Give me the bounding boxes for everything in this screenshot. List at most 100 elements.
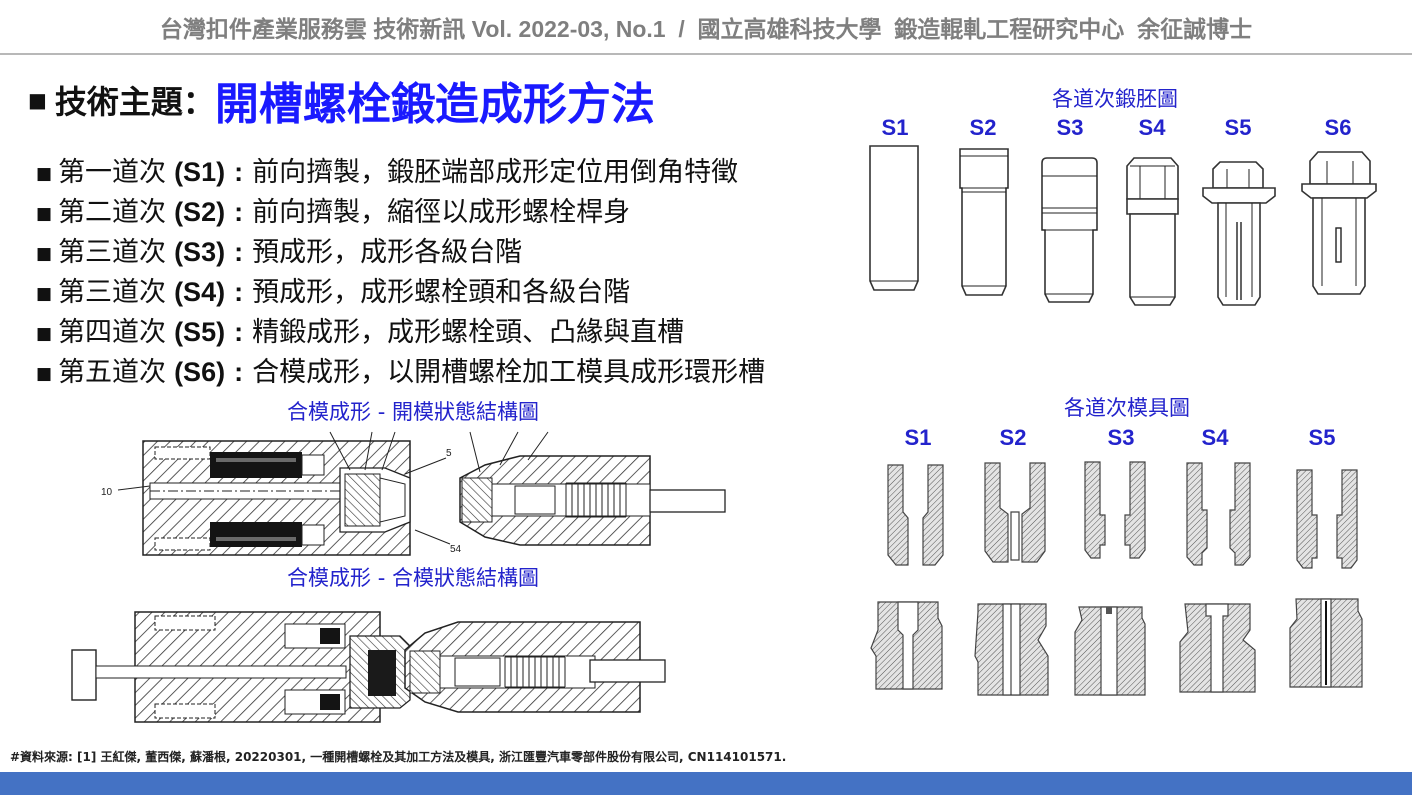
blank-s2-outline <box>959 148 1009 296</box>
step-stage: 第一道次 <box>58 157 167 188</box>
die-channel <box>897 601 919 690</box>
bolt-pocket-top <box>154 446 211 460</box>
spring-coil <box>504 656 566 688</box>
open-state-drawing: 10 5 54 <box>101 431 726 556</box>
punch-holder <box>409 650 441 694</box>
step-item: ■第一道次(S1):前向擠製，鍛胚端部成形定位用倒角特徵 <box>36 152 738 192</box>
die-insert <box>344 473 381 527</box>
step-description: 預成形，成形各級台階 <box>252 237 523 268</box>
blank-label-s3: S3 <box>1057 115 1084 140</box>
step-description: 前向擠製，鍛胚端部成形定位用倒角特徵 <box>252 157 739 188</box>
die-channel <box>1100 606 1118 696</box>
blank-s1-outline <box>869 145 919 291</box>
step-stage: 第三道次 <box>58 237 167 268</box>
step-description: 合模成形，以開槽螺栓加工模具成形環形槽 <box>252 357 766 388</box>
die-s3-lower <box>1074 606 1146 696</box>
callout-label: 10 <box>101 487 113 498</box>
blank-label-s1: S1 <box>882 115 909 140</box>
step-description: 預成形，成形螺栓頭和各級台階 <box>252 277 631 308</box>
step-description: 精鍛成形，成形螺栓頭、凸緣與直槽 <box>252 317 685 348</box>
ejector-rod-right <box>589 659 666 683</box>
closed-insert <box>368 650 396 696</box>
die-wall-left <box>984 462 1009 563</box>
blank-s1 <box>869 145 919 291</box>
step-code: (S5) <box>174 317 226 347</box>
blank-s5-hex-facets <box>1226 169 1250 188</box>
blank-s5 <box>1202 161 1276 306</box>
step-code: (S1) <box>174 157 226 187</box>
blank-s4-hex-head <box>1126 157 1179 200</box>
step-item: ■第三道次(S4):預成形，成形螺栓頭和各級台階 <box>36 272 630 312</box>
topic-label: 技術主題： <box>54 83 215 121</box>
bullet-square: ■ <box>36 204 53 224</box>
leader-lines <box>117 431 549 545</box>
guide-post-top <box>210 452 302 478</box>
callout-label: 54 <box>450 544 462 555</box>
die-label-s3: S3 <box>1108 425 1135 450</box>
guide-post-bottom <box>320 694 340 710</box>
footer-bar <box>0 772 1412 795</box>
die-s1-upper <box>887 464 944 566</box>
ejector-rod <box>649 489 726 513</box>
step-stage: 第三道次 <box>58 277 167 308</box>
ejector-head <box>71 649 97 701</box>
blank-s3 <box>1041 157 1098 303</box>
die-top-notch <box>1106 607 1112 614</box>
slider-block <box>454 657 501 687</box>
die-wall-left <box>887 464 909 566</box>
blank-label-s6: S6 <box>1325 115 1352 140</box>
slider-block <box>514 485 556 515</box>
die-s4-lower <box>1179 603 1256 693</box>
blank-label-s2: S2 <box>970 115 997 140</box>
die-wall-left <box>1084 461 1106 559</box>
step-item: ■第五道次(S6):合模成形，以開槽螺栓加工模具成形環形槽 <box>36 352 765 392</box>
blank-s5-slot <box>1236 222 1242 300</box>
blank-label-s5: S5 <box>1225 115 1252 140</box>
cone-opening <box>379 477 406 523</box>
blank-s6-hex-head <box>1309 151 1371 185</box>
bullet-square: ■ <box>36 244 53 264</box>
step-separator: : <box>234 317 244 347</box>
blank-s4 <box>1126 157 1179 306</box>
bullet-square: ■ <box>28 88 47 112</box>
die-s3-upper <box>1084 461 1146 559</box>
step-stage: 第五道次 <box>58 357 167 388</box>
blank-s5-hex-head <box>1212 161 1264 189</box>
blank-s6-slot <box>1335 227 1342 263</box>
step-description: 前向擠製，縮徑以成形螺栓桿身 <box>252 197 631 228</box>
die-pin <box>1010 511 1020 561</box>
step-separator: : <box>234 157 244 187</box>
closed-state-caption: 合模成形 - 合模狀態結構圖 <box>287 566 539 590</box>
blank-s5-taper-lines <box>1225 203 1253 297</box>
step-item: ■第四道次(S5):精鍛成形，成形螺栓頭、凸緣與直槽 <box>36 312 684 352</box>
right-die-bore <box>409 655 596 689</box>
spring-coil <box>565 482 627 518</box>
step-separator: : <box>234 237 244 267</box>
die-s5-upper <box>1296 469 1358 569</box>
blank-s6 <box>1301 151 1377 295</box>
blank-s6-flange <box>1301 183 1377 199</box>
topic-heading: ■ 技術主題： 開槽螺栓鍛造成形方法 <box>28 72 655 130</box>
step-separator: : <box>234 197 244 227</box>
blank-s2-feature-lines <box>960 155 1008 287</box>
bolt-pocket-bottom <box>154 537 211 551</box>
step-separator: : <box>234 277 244 307</box>
step-item: ■第二道次(S2): 前向擠製，縮徑以成形螺栓桿身 <box>36 192 630 232</box>
guide-post-bottom <box>210 522 302 547</box>
step-stage: 第二道次 <box>58 197 167 228</box>
die-wall-right <box>1124 461 1146 559</box>
die-label-s4: S4 <box>1202 425 1230 450</box>
closed-state-drawing <box>71 611 666 723</box>
guide-post-bottom-highlight <box>216 537 296 541</box>
step-code: (S2) <box>174 197 226 227</box>
spring-pocket-top <box>301 454 325 476</box>
guide-post-top-highlight <box>216 458 296 462</box>
die-wall-right <box>1021 462 1046 563</box>
die-s2-lower <box>974 603 1049 696</box>
die-label-s5: S5 <box>1309 425 1336 450</box>
spring-pocket-bottom <box>301 524 325 546</box>
blanks-caption: 各道次鍛胚圖 <box>1052 87 1178 111</box>
blank-s3-feature-lines <box>1042 175 1097 295</box>
